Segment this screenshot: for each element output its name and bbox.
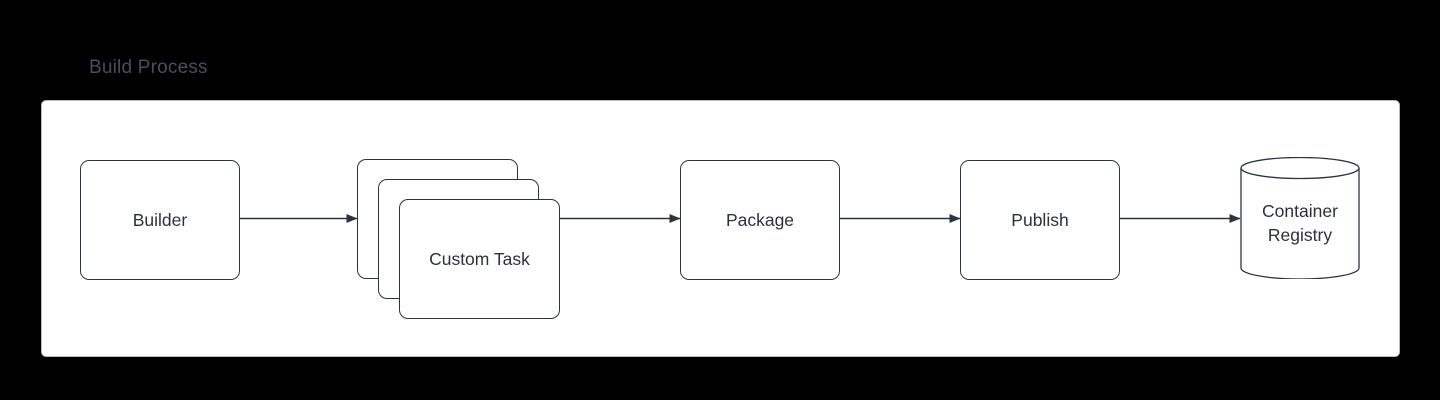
- node-publish-label: Publish: [1011, 209, 1069, 230]
- node-package[interactable]: Package: [680, 160, 840, 280]
- node-container-registry-label-line1: Container: [1262, 201, 1338, 221]
- node-package-label: Package: [725, 209, 795, 230]
- page-title: Build Process: [89, 57, 208, 78]
- node-builder-label: Builder: [132, 209, 188, 230]
- node-builder[interactable]: Builder: [80, 160, 240, 280]
- cylinder-icon: [1240, 156, 1360, 280]
- node-container-registry-label: Container Registry: [1240, 199, 1360, 247]
- node-custom-task[interactable]: Custom Task: [399, 199, 560, 319]
- node-custom-task-label: Custom Task: [429, 248, 530, 269]
- node-container-registry[interactable]: Container Registry: [1240, 156, 1360, 280]
- node-container-registry-label-line2: Registry: [1267, 225, 1333, 245]
- node-publish[interactable]: Publish: [960, 160, 1120, 280]
